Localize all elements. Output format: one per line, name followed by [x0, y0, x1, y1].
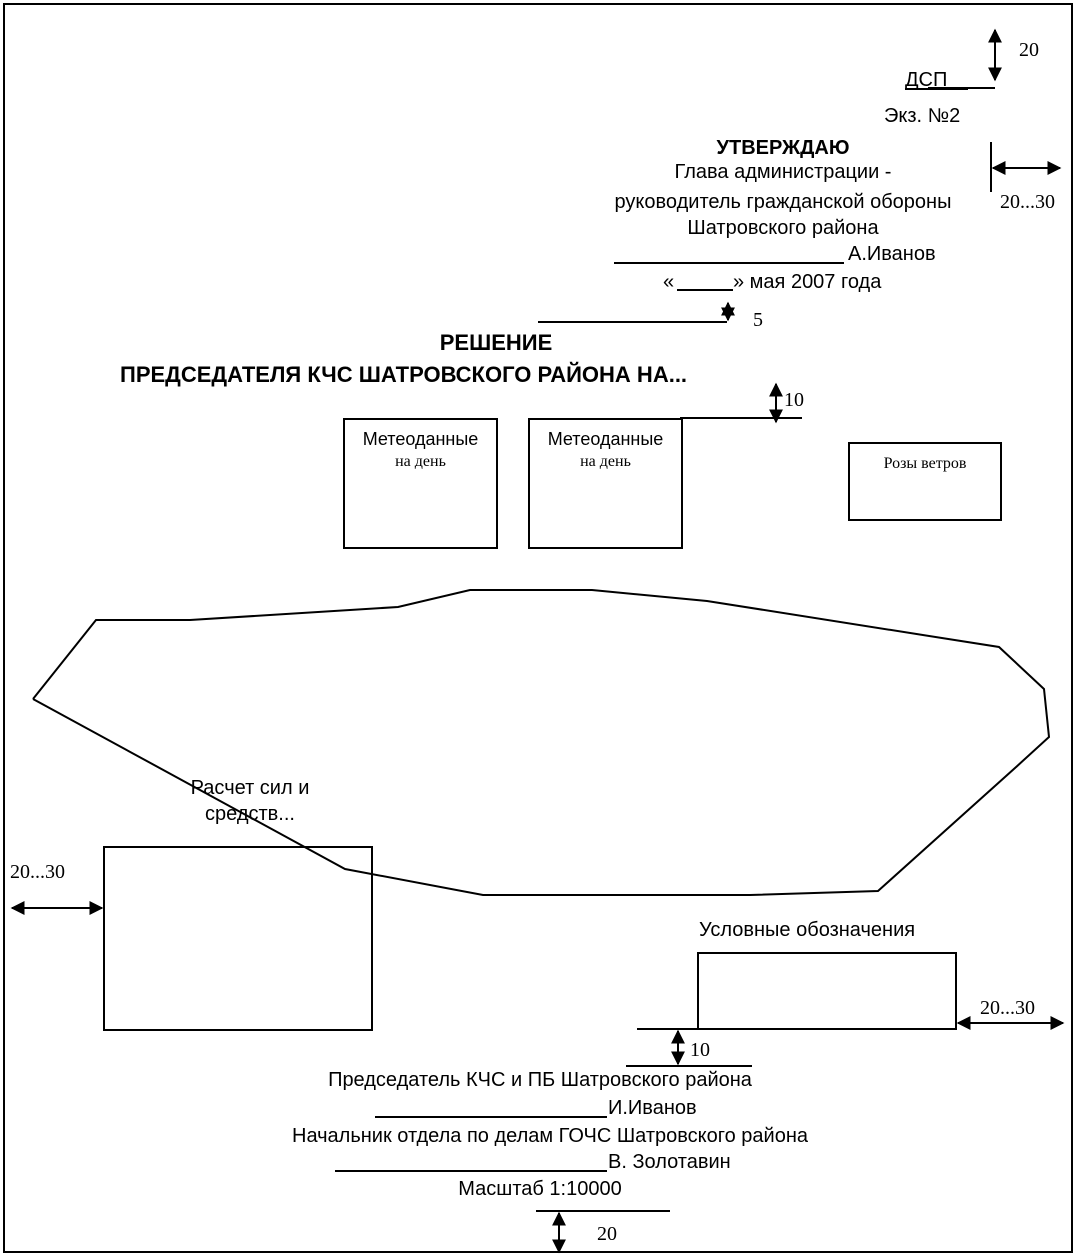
chair-title: Председатель КЧС и ПБ Шатровского района: [328, 1069, 752, 1091]
decision-title: РЕШЕНИЕ: [439, 330, 553, 355]
meteo-box-1: Метеоданные на день: [343, 418, 498, 549]
approval-line1: Глава администрации -: [674, 161, 892, 183]
legend-label: Условные обозначения: [699, 919, 916, 941]
approval-date: » мая 2007 года: [733, 271, 882, 293]
approval-signer: А.Иванов: [848, 243, 936, 265]
date-open-quote: «: [663, 271, 675, 293]
page-frame: [3, 3, 1073, 1253]
dim-after-date: 5: [753, 309, 763, 331]
dim-top: 20: [1019, 39, 1039, 61]
meteo-box-1-subtitle: на день: [395, 453, 446, 470]
head-signer: В. Золотавин: [608, 1151, 731, 1173]
forces-label-line1: Расчет сил и: [190, 777, 310, 799]
dim-bottom: 20: [597, 1223, 617, 1245]
meteo-box-1-title: Метеоданные: [362, 429, 479, 449]
copy-number: Экз. №2: [884, 105, 961, 127]
decision-subtitle: ПРЕДСЕДАТЕЛЯ КЧС ШАТРОВСКОГО РАЙОНА НА..…: [120, 362, 688, 387]
dim-below-legend: 10: [690, 1039, 710, 1061]
wind-rose-label: Розы ветров: [883, 455, 967, 472]
dim-after-title: 10: [784, 389, 804, 411]
scale-label: Масштаб 1:10000: [458, 1178, 622, 1200]
meteo-box-2: Метеоданные на день: [528, 418, 683, 549]
chair-signer: И.Иванов: [608, 1097, 697, 1119]
dim-left: 20...30: [10, 861, 65, 883]
dim-right-bottom: 20...30: [980, 997, 1035, 1019]
legend-box: [697, 952, 957, 1030]
head-title: Начальник отдела по делам ГОЧС Шатровско…: [292, 1125, 808, 1147]
meteo-box-2-title: Метеоданные: [547, 429, 664, 449]
dim-right-top: 20...30: [1000, 191, 1055, 213]
meteo-box-2-subtitle: на день: [580, 453, 631, 470]
approval-line2: руководитель гражданской обороны: [614, 191, 952, 213]
approval-title: УТВЕРЖДАЮ: [716, 137, 850, 159]
dsp-mark: ДСП: [905, 69, 948, 91]
district-outline: [32, 589, 1051, 896]
approval-line3: Шатровского района: [687, 217, 879, 239]
forces-box: [103, 846, 373, 1031]
forces-label-line2: средств...: [205, 803, 295, 825]
wind-rose-box: Розы ветров: [848, 442, 1002, 521]
